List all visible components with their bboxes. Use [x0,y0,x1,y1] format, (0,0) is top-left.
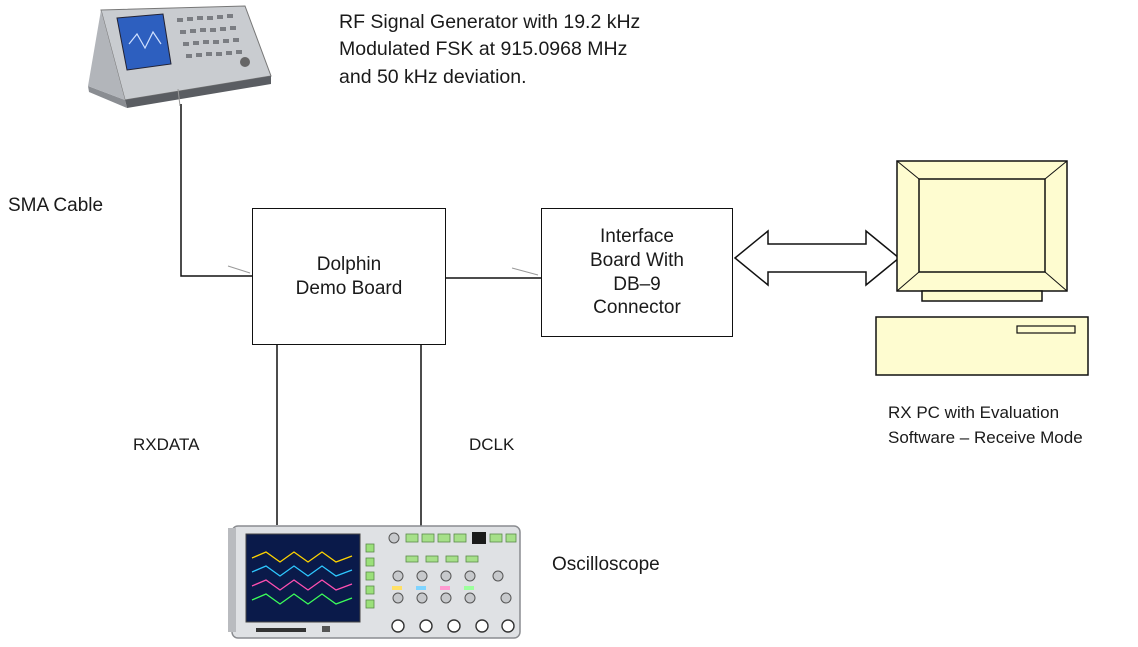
oscilloscope [226,518,528,642]
interface-board: Interface Board With DB–9 Connector [541,208,733,337]
dolphin-demo-board: Dolphin Demo Board [252,208,446,345]
signal-generator-icon [88,5,272,108]
sma-cable-label: SMA Cable [8,195,104,216]
pc-caption: RX PC with Evaluation Software – Receive… [888,403,1083,447]
signal-generator-caption: RF Signal Generator with 19.2 kHz Modula… [339,11,641,88]
oscilloscope-caption: Oscilloscope [552,554,660,575]
signal-generator [85,4,275,108]
dolphin-demo-board-label: Dolphin Demo Board [295,253,403,299]
interface-board-label: Interface Board With DB–9 Connector [590,226,684,319]
pc [872,157,1092,379]
oscilloscope-icon [228,525,521,639]
sma-cable-line [180,104,252,277]
dclk-label: DCLK [469,435,515,454]
computer-icon [875,160,1089,376]
rxdata-label: RXDATA [133,435,200,454]
